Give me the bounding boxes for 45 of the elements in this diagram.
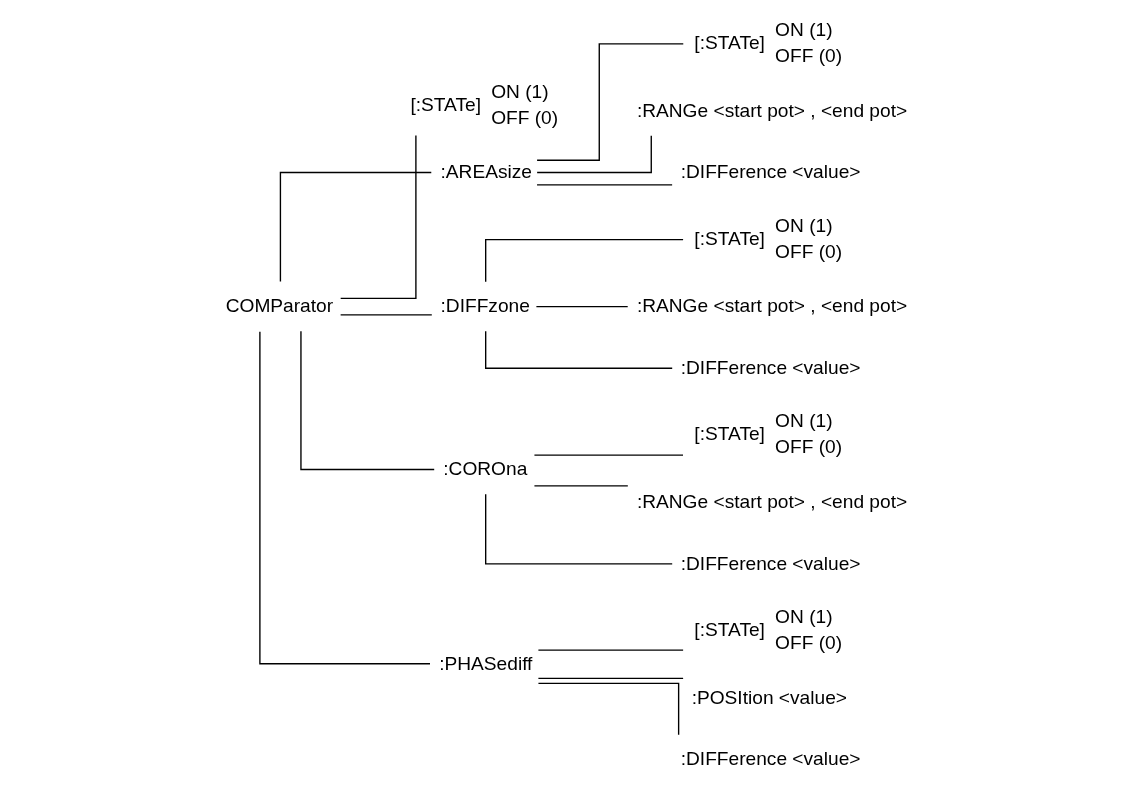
connector bbox=[279, 171, 432, 283]
node-text: :RANGe <start pot> , <end pot> bbox=[636, 99, 907, 121]
node-label: OFF (0) bbox=[774, 632, 842, 654]
connector bbox=[535, 184, 673, 186]
connector bbox=[535, 134, 652, 174]
node-label: OFF (0) bbox=[774, 44, 842, 66]
node-label: ON (1) bbox=[774, 214, 833, 236]
node-text: :RANGe <start pot> , <end pot> bbox=[636, 491, 907, 513]
node-text: :PHASediff bbox=[438, 652, 532, 674]
connector bbox=[533, 454, 684, 456]
node-text: :AREAsize bbox=[440, 161, 532, 183]
connector bbox=[535, 43, 684, 161]
connector bbox=[484, 238, 684, 283]
connector bbox=[533, 485, 628, 487]
connector bbox=[258, 331, 431, 665]
node-text: :DIFFerence <value> bbox=[680, 161, 860, 183]
node-text: [:STATe] bbox=[409, 93, 481, 115]
connector bbox=[484, 493, 673, 565]
node-label: ON (1) bbox=[774, 18, 833, 40]
connector bbox=[537, 682, 679, 736]
node-text: :DIFFerence <value> bbox=[680, 356, 860, 378]
node-label: OFF (0) bbox=[774, 240, 842, 262]
node-label: ON (1) bbox=[490, 80, 549, 102]
connector bbox=[537, 677, 684, 680]
node-text: :DIFFzone bbox=[440, 295, 530, 317]
node-label: ON (1) bbox=[774, 410, 833, 432]
node-text: :POSItion <value> bbox=[691, 686, 847, 708]
node-text: [:STATe] bbox=[693, 31, 765, 53]
node-text: :COROna bbox=[442, 458, 527, 480]
node-label: ON (1) bbox=[774, 606, 833, 628]
node-text: COMParator bbox=[225, 295, 333, 317]
node-text: :DIFFerence <value> bbox=[680, 748, 860, 770]
node-text: [:STATe] bbox=[693, 423, 765, 445]
connector bbox=[339, 134, 417, 300]
node-text: :RANGe <start pot> , <end pot> bbox=[636, 295, 907, 317]
connector bbox=[339, 314, 432, 316]
connector bbox=[535, 305, 628, 308]
node-label: OFF (0) bbox=[490, 106, 558, 128]
node-text: [:STATe] bbox=[693, 619, 765, 641]
connector bbox=[484, 330, 673, 369]
node-text: [:STATe] bbox=[693, 227, 765, 249]
node-label: OFF (0) bbox=[774, 436, 842, 458]
node-text: :DIFFerence <value> bbox=[680, 552, 860, 574]
connector bbox=[299, 330, 435, 471]
connector bbox=[537, 649, 684, 651]
